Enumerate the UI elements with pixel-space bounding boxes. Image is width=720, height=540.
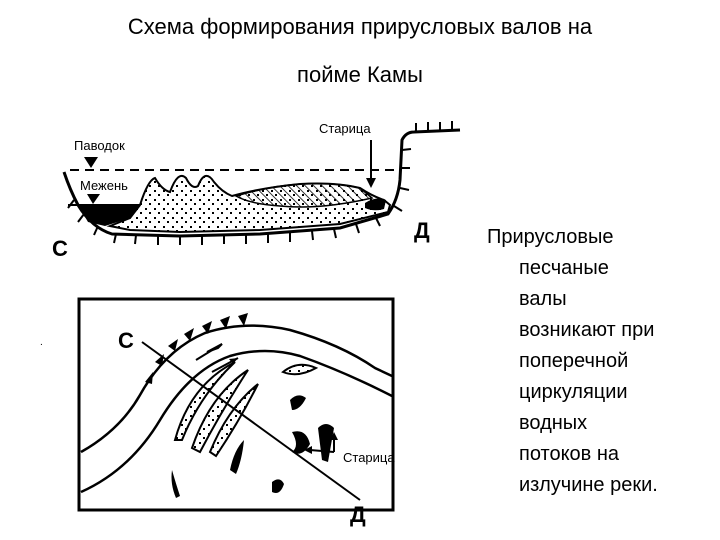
oxbow-water [365,198,386,211]
oxbow-label-arrowhead-left-icon [304,446,312,454]
label-d-plan: Д [350,502,366,527]
stray-dot: . [40,337,43,348]
oxbow-fragment-3 [318,424,334,462]
river-bank-outer [80,324,393,454]
flood-marker-icon [84,157,98,168]
oxbow-label-pointer-horizontal [309,449,335,453]
description-line-2: песчаные [519,257,609,279]
label-c-plan: С [118,328,134,353]
description-line-1: Прирусловые [487,226,614,248]
slide-title-line-2: пойме Камы [297,62,423,87]
slide-title-line-1: Схема формирования прирусловых валов на [127,14,593,39]
erosion-teeth [145,313,248,384]
description-line-9: излучине реки. [519,474,658,496]
oxbow-pointer-arrowhead-icon [366,178,376,188]
label-low-water: Межень [80,178,128,193]
label-d-section: Д [414,218,430,243]
label-c-section: С [52,236,68,261]
description-line-8: потоков на [519,443,620,465]
cross-section-diagram: Старица Паводок Межень С Д [52,121,461,261]
ground-hachures [67,121,453,245]
hatched-ridge [234,182,374,208]
label-oxbow-section: Старица [319,121,371,136]
description-text: Прирусловые песчаные валы возникают при … [487,222,707,501]
description-line-6: циркуляции [519,381,628,403]
oxbow-fragment-5 [272,479,284,493]
sand-deposits [106,174,392,234]
label-oxbow-plan: Старица [343,450,395,465]
oxbow-label-arrowhead-up-icon [330,432,338,440]
sand-ridge-small [281,363,319,376]
oxbow-fragment-6 [171,470,180,498]
sand-ridge-3 [208,383,259,458]
description-line-7: водных [519,412,588,434]
plan-view-diagram: С Д Старица . [40,297,395,527]
sand-ridge-1 [173,361,236,441]
oxbow-fragment-1 [290,395,306,410]
section-line-c-d [141,341,361,501]
channel-water [78,205,140,226]
oxbow-fragment-4 [230,440,244,474]
description-line-3: валы [519,288,567,310]
low-water-marker-icon [87,194,100,204]
label-flood: Паводок [74,138,125,153]
oxbow-fragment-2 [292,431,310,454]
description-line-5: поперечной [519,350,629,372]
flow-arrow-1-line [195,343,223,361]
description-line-4: возникают при [519,319,655,341]
plan-view-frame [77,297,395,512]
flow-arrow-2-icon [229,358,238,364]
river-bank-inner [80,349,393,494]
ground-profile [62,128,461,238]
sand-ridge-2 [190,369,249,454]
